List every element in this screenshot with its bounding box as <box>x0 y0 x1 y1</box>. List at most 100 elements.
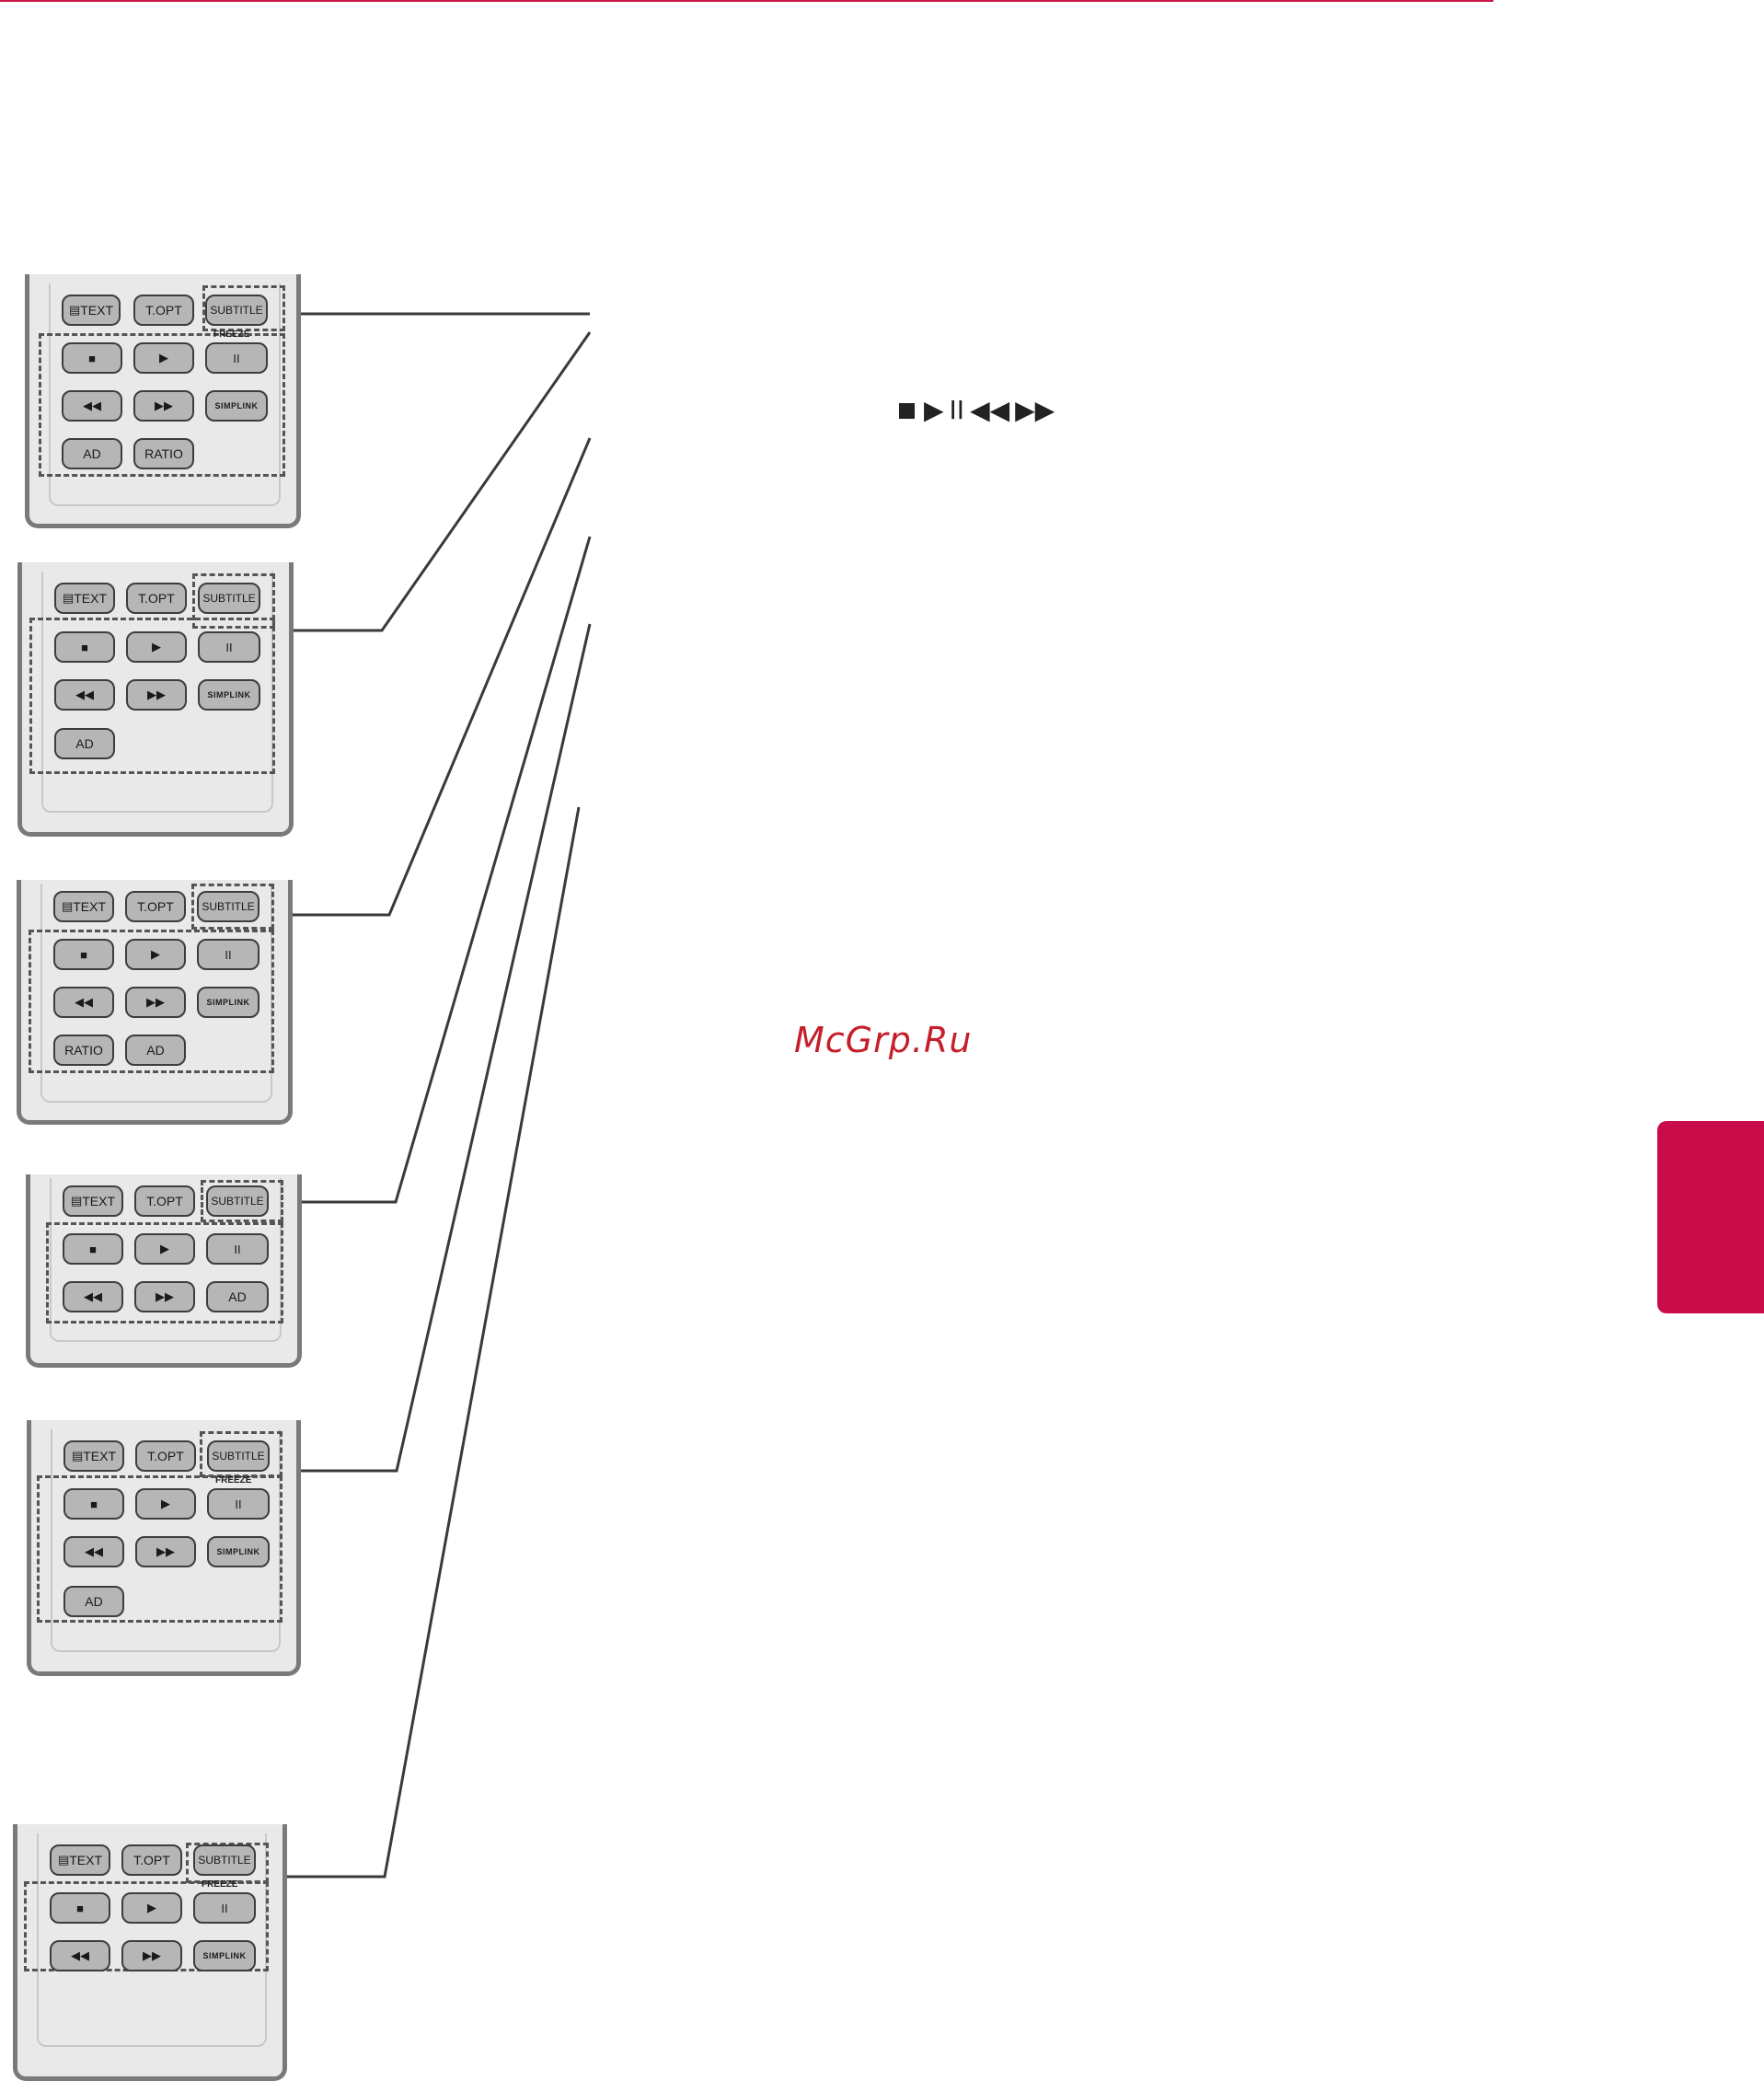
rewind-icon: ◀◀ <box>85 1544 103 1558</box>
pause-button[interactable]: II <box>193 1892 256 1924</box>
stop-button[interactable]: ■ <box>50 1892 110 1924</box>
rewind-icon: ◀◀ <box>84 1289 102 1303</box>
play-button[interactable]: ▶ <box>135 1488 196 1520</box>
stop-icon: ■ <box>80 947 87 962</box>
simplink-button[interactable]: SIMPLINK <box>198 679 260 711</box>
fast-forward-button[interactable]: ▶▶ <box>126 679 187 711</box>
play-button[interactable]: ▶ <box>126 631 187 663</box>
ad-button[interactable]: AD <box>125 1035 186 1066</box>
teletext-icon: ▤ <box>70 1194 83 1208</box>
teletext-icon: ▤ <box>57 1853 70 1867</box>
text-button[interactable]: ▤TEXT <box>63 1440 124 1472</box>
subtitle-group-outline <box>191 884 274 930</box>
teletext-icon: ▤ <box>62 591 75 605</box>
stop-icon: ■ <box>89 1242 97 1256</box>
play-button[interactable]: ▶ <box>125 939 186 970</box>
fast-forward-button[interactable]: ▶▶ <box>121 1940 182 1971</box>
rewind-button[interactable]: ◀◀ <box>53 987 114 1018</box>
ad-button[interactable]: AD <box>63 1586 124 1617</box>
ratio-button[interactable]: RATIO <box>53 1035 114 1066</box>
play-button[interactable]: ▶ <box>121 1892 182 1924</box>
subtitle-button[interactable]: SUBTITLE <box>207 1440 270 1472</box>
subtitle-button[interactable]: SUBTITLE <box>206 1185 269 1217</box>
play-icon: ▶ <box>160 1242 169 1255</box>
play-icon: ▶ <box>161 1497 170 1510</box>
text-button[interactable]: ▤TEXT <box>53 891 114 922</box>
t-opt-button[interactable]: T.OPT <box>133 295 194 326</box>
stop-button[interactable]: ■ <box>62 342 122 374</box>
stop-button[interactable]: ■ <box>53 939 114 970</box>
subtitle-button[interactable]: SUBTITLE <box>205 295 268 326</box>
simplink-button[interactable]: SIMPLINK <box>193 1940 256 1971</box>
subtitle-button[interactable]: SUBTITLE <box>198 583 260 614</box>
watermark: McGrp.Ru <box>794 1020 973 1060</box>
t-opt-button[interactable]: T.OPT <box>135 1440 196 1472</box>
pause-icon: II <box>234 1242 241 1256</box>
pause-button[interactable]: II <box>206 1233 269 1265</box>
rewind-icon: ◀◀ <box>75 688 94 701</box>
fast-forward-icon: ▶▶ <box>156 1544 175 1558</box>
chapter-tab <box>1657 1121 1764 1313</box>
callout-line-6 <box>281 806 581 1879</box>
playback-group-outline <box>29 618 275 774</box>
freeze-label: FREEZE <box>202 1879 238 1890</box>
callout-line-5 <box>293 623 592 1473</box>
simplink-button[interactable]: SIMPLINK <box>207 1536 270 1567</box>
ad-button[interactable]: AD <box>206 1281 269 1312</box>
playback-group-outline <box>37 1475 282 1623</box>
fast-forward-button[interactable]: ▶▶ <box>133 390 194 422</box>
subtitle-button[interactable]: SUBTITLE <box>193 1844 256 1876</box>
subtitle-button[interactable]: SUBTITLE <box>197 891 259 922</box>
rewind-button[interactable]: ◀◀ <box>62 390 122 422</box>
callout-line-4 <box>293 536 592 1204</box>
t-opt-button[interactable]: T.OPT <box>126 583 187 614</box>
simplink-button[interactable]: SIMPLINK <box>197 987 259 1018</box>
rewind-button[interactable]: ◀◀ <box>50 1940 110 1971</box>
remote-illustration-2: ▤TEXT T.OPT SUBTITLE ■ ▶ II ◀◀ ▶▶ SIMPLI… <box>17 562 294 837</box>
fast-forward-button[interactable]: ▶▶ <box>135 1536 196 1567</box>
fast-forward-icon: ▶▶ <box>147 688 166 701</box>
ad-button[interactable]: AD <box>54 728 115 759</box>
stop-button[interactable]: ■ <box>63 1488 124 1520</box>
pause-button[interactable]: II <box>207 1488 270 1520</box>
top-rule <box>0 0 1493 2</box>
pause-button[interactable]: II <box>197 939 259 970</box>
playback-group-outline <box>29 930 274 1073</box>
stop-button[interactable]: ■ <box>63 1233 123 1265</box>
pause-button[interactable]: II <box>198 631 260 663</box>
pause-button[interactable]: II <box>205 342 268 374</box>
callout-line-3 <box>285 437 592 917</box>
fast-forward-icon: ▶▶ <box>146 995 165 1009</box>
stop-icon: ■ <box>76 1901 84 1915</box>
t-opt-button[interactable]: T.OPT <box>121 1844 182 1876</box>
fast-forward-button[interactable]: ▶▶ <box>134 1281 195 1312</box>
ratio-button[interactable]: RATIO <box>133 438 194 469</box>
play-button[interactable]: ▶ <box>134 1233 195 1265</box>
ad-button[interactable]: AD <box>62 438 122 469</box>
text-button[interactable]: ▤TEXT <box>54 583 115 614</box>
rewind-button[interactable]: ◀◀ <box>63 1281 123 1312</box>
play-button[interactable]: ▶ <box>133 342 194 374</box>
fast-forward-icon: ▶▶ <box>156 1289 174 1303</box>
t-opt-button[interactable]: T.OPT <box>134 1185 195 1217</box>
remote-illustration-5: ▤TEXT T.OPT SUBTITLE FREEZE ■ ▶ II ◀◀ ▶▶… <box>27 1420 301 1676</box>
simplink-button[interactable]: SIMPLINK <box>205 390 268 422</box>
t-opt-button[interactable]: T.OPT <box>125 891 186 922</box>
play-icon: ▶ <box>159 351 168 364</box>
pause-icon: II <box>225 947 232 962</box>
fast-forward-icon: ▶▶ <box>1015 395 1055 425</box>
rewind-button[interactable]: ◀◀ <box>54 679 115 711</box>
fast-forward-button[interactable]: ▶▶ <box>125 987 186 1018</box>
rewind-icon: ◀◀ <box>71 1948 89 1962</box>
text-button[interactable]: ▤TEXT <box>50 1844 110 1876</box>
text-button[interactable]: ▤TEXT <box>62 295 121 326</box>
pause-icon: II <box>235 1497 242 1511</box>
play-icon: ▶ <box>152 640 161 653</box>
play-icon: ▶ <box>151 947 160 961</box>
freeze-label: FREEZE <box>215 1475 252 1486</box>
text-button[interactable]: ▤TEXT <box>63 1185 123 1217</box>
teletext-icon: ▤ <box>68 303 81 317</box>
rewind-button[interactable]: ◀◀ <box>63 1536 124 1567</box>
stop-button[interactable]: ■ <box>54 631 115 663</box>
